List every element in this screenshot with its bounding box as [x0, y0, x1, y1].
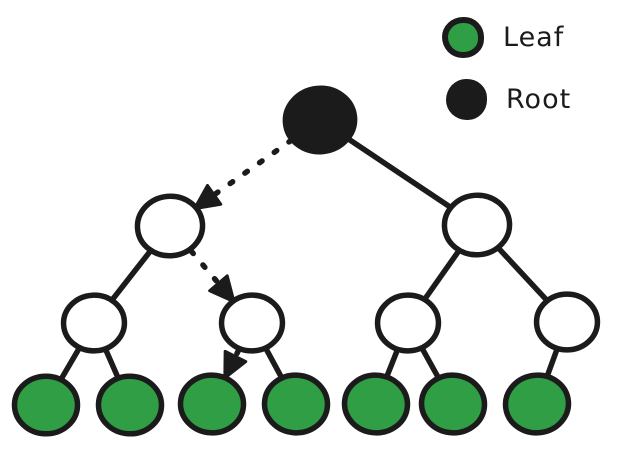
tree-node-leaf-l3	[177, 372, 247, 436]
tree-node-leaf-l4	[261, 372, 331, 436]
tree-node-leaf-l5	[341, 372, 411, 436]
tree-edge-dotted	[231, 348, 242, 362]
tree-edge	[544, 348, 560, 378]
tree-edge-arrowhead	[223, 349, 248, 380]
tree-node-internal-n3a	[60, 292, 128, 354]
tree-node-leaf-l1	[11, 373, 81, 437]
tree-edge	[264, 347, 284, 380]
tree-edge	[58, 347, 82, 381]
tree-edge	[384, 349, 400, 378]
tree-edge	[420, 347, 441, 380]
tree-edge-dotted	[209, 137, 295, 199]
tree-edge	[346, 136, 454, 210]
tree-edge-arrowhead	[192, 183, 223, 211]
tree-edge	[422, 249, 461, 302]
tree-node-leaf-l6	[418, 372, 488, 436]
tree-node-internal-n2r	[441, 192, 513, 258]
tree-node-leaf-l2	[95, 373, 165, 437]
tree-node-internal-n2l	[134, 193, 206, 259]
tree-node-internal-n3c	[374, 292, 442, 354]
tree-edge	[109, 249, 153, 303]
tree-node-internal-n3d	[533, 291, 601, 353]
tree-edge	[496, 246, 550, 303]
tree-node-root-root	[282, 85, 358, 155]
tree-node-internal-n3b	[218, 292, 286, 354]
tree-node-leaf-l7	[502, 372, 572, 436]
tree-edge-arrowhead	[208, 274, 236, 304]
tree-edge	[103, 348, 121, 380]
tree-edge-dotted	[188, 248, 223, 288]
